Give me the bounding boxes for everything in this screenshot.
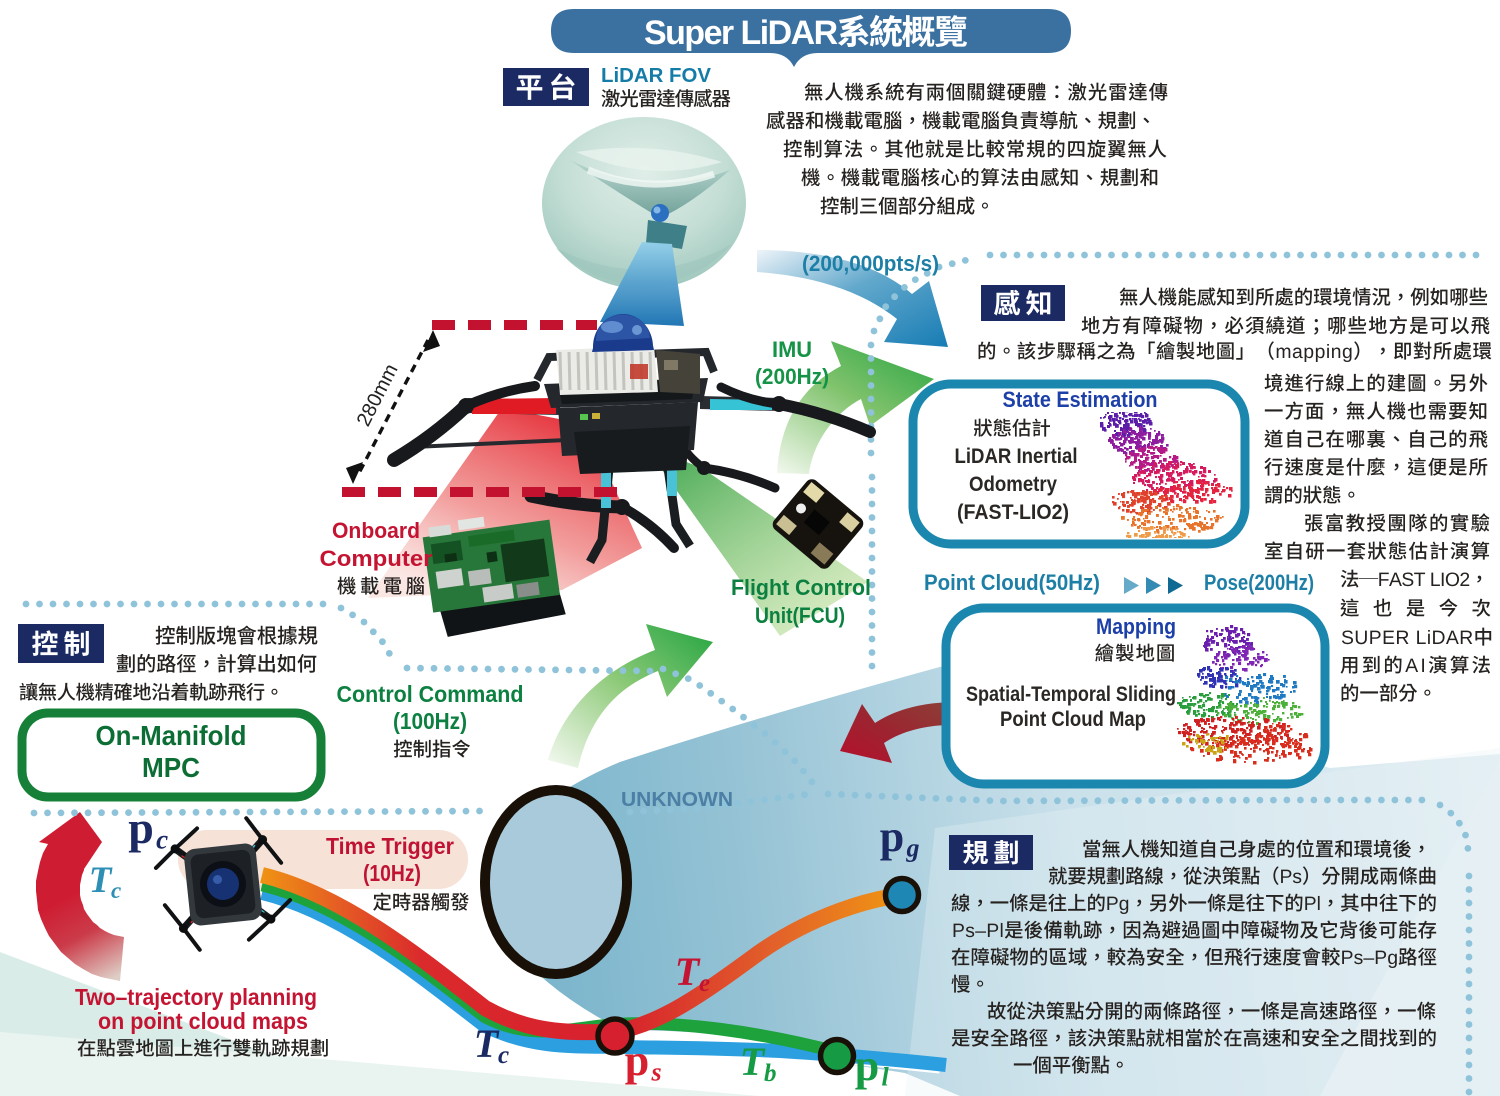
svg-text:(200,000pts/s): (200,000pts/s) bbox=[802, 251, 939, 276]
svg-text:p: p bbox=[128, 802, 154, 853]
svg-text:280mm: 280mm bbox=[353, 361, 403, 430]
svg-text:c: c bbox=[498, 1042, 509, 1069]
svg-text:State Estimation: State Estimation bbox=[1003, 387, 1158, 412]
svg-text:l: l bbox=[882, 1062, 890, 1091]
svg-text:(10Hz): (10Hz) bbox=[363, 860, 421, 886]
svg-text:IMU: IMU bbox=[772, 337, 812, 362]
svg-text:s: s bbox=[651, 1057, 662, 1086]
svg-text:(FAST-LIO2): (FAST-LIO2) bbox=[957, 501, 1069, 524]
svg-text:UNKNOWN: UNKNOWN bbox=[621, 789, 733, 811]
svg-text:LiDAR Inertial: LiDAR Inertial bbox=[955, 445, 1078, 468]
svg-text:p: p bbox=[855, 1041, 879, 1090]
svg-text:p: p bbox=[625, 1036, 649, 1085]
svg-text:c: c bbox=[111, 878, 121, 903]
svg-text:g: g bbox=[906, 833, 920, 862]
svg-text:T: T bbox=[89, 860, 113, 901]
svg-text:MPC: MPC bbox=[142, 752, 200, 783]
svg-text:Point Cloud(50Hz): Point Cloud(50Hz) bbox=[924, 570, 1100, 595]
svg-text:Point Cloud Map: Point Cloud Map bbox=[1000, 708, 1146, 731]
svg-text:Time Trigger: Time Trigger bbox=[326, 833, 454, 859]
svg-text:on point cloud maps: on point cloud maps bbox=[98, 1008, 308, 1034]
svg-text:T: T bbox=[474, 1021, 500, 1066]
svg-text:c: c bbox=[156, 825, 168, 855]
svg-text:p: p bbox=[880, 812, 904, 861]
svg-text:Mapping: Mapping bbox=[1096, 614, 1176, 639]
svg-text:Spatial-Temporal Sliding: Spatial-Temporal Sliding bbox=[966, 683, 1176, 706]
svg-text:On-Manifold: On-Manifold bbox=[96, 720, 247, 751]
svg-text:Two–trajectory planning: Two–trajectory planning bbox=[75, 984, 317, 1010]
svg-text:LiDAR FOV: LiDAR FOV bbox=[601, 65, 712, 87]
svg-text:Control Command: Control Command bbox=[337, 681, 524, 707]
svg-text:Computer: Computer bbox=[320, 546, 433, 571]
svg-text:Onboard: Onboard bbox=[332, 518, 420, 543]
svg-text:T: T bbox=[740, 1039, 766, 1084]
svg-text:T: T bbox=[675, 949, 701, 994]
svg-text:Pose(200Hz): Pose(200Hz) bbox=[1204, 570, 1314, 595]
svg-text:(200Hz): (200Hz) bbox=[755, 364, 829, 389]
svg-text:b: b bbox=[764, 1060, 777, 1087]
svg-text:Flight Control: Flight Control bbox=[731, 575, 871, 600]
svg-text:e: e bbox=[699, 970, 710, 997]
svg-text:Unit(FCU): Unit(FCU) bbox=[755, 603, 845, 628]
svg-text:Odometry: Odometry bbox=[969, 473, 1057, 496]
svg-text:(100Hz): (100Hz) bbox=[393, 708, 467, 734]
